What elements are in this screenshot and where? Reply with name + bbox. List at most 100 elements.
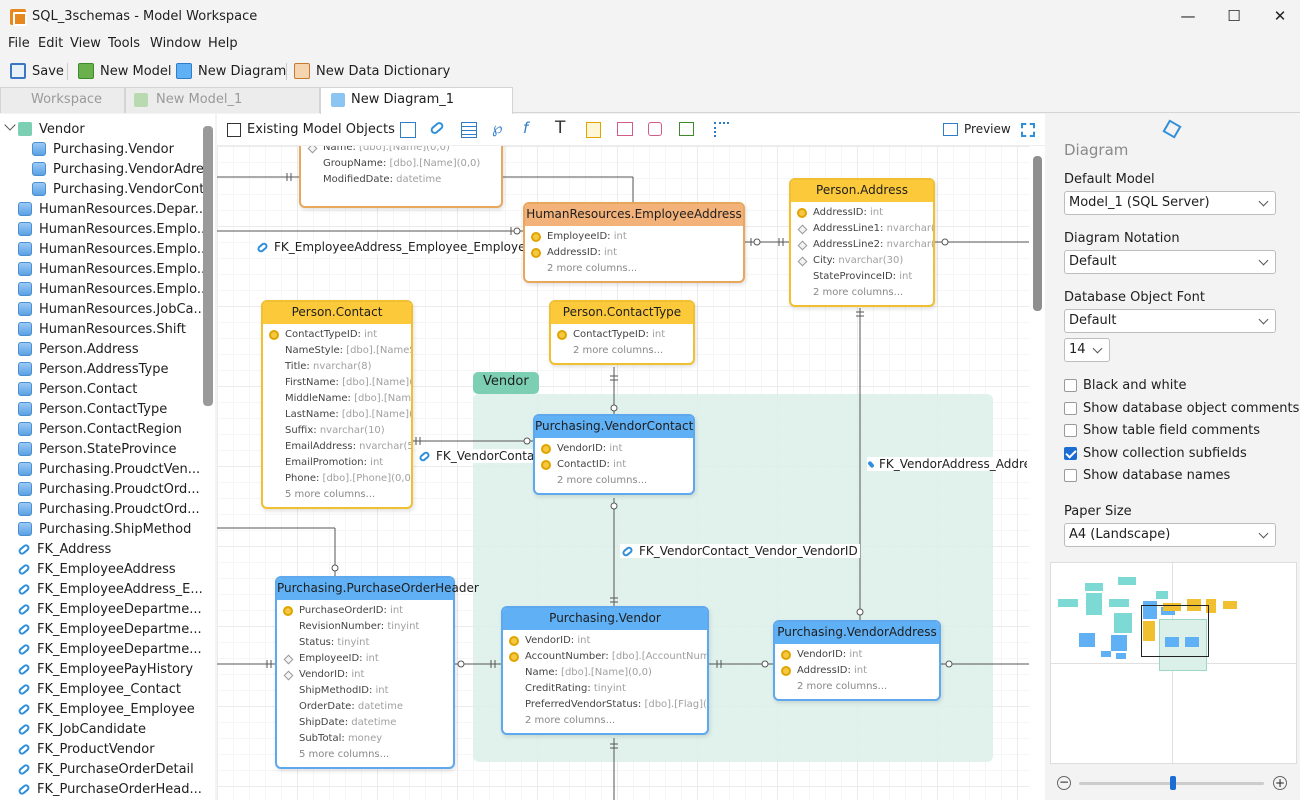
entity-column[interactable]: NameStyle: [dbo].[NameSt... <box>263 343 411 359</box>
close-button[interactable]: ✕ <box>1273 7 1287 25</box>
entity-column[interactable]: VendorID: int <box>503 633 707 649</box>
default-model-select[interactable]: Model_1 (SQL Server) <box>1064 191 1276 215</box>
tree-item-table[interactable]: HumanResources.Emplo... <box>18 279 203 299</box>
tree-item-table[interactable]: Person.ContactRegion <box>18 419 203 439</box>
tree-item-relationship[interactable]: FK_EmployeeDepartme... <box>18 599 203 619</box>
tree-item-table[interactable]: HumanResources.Emplo... <box>18 259 203 279</box>
preview-button[interactable]: Preview <box>943 122 1011 136</box>
save-button[interactable]: Save <box>10 61 64 81</box>
checkbox[interactable] <box>1064 469 1077 482</box>
menu-tools[interactable]: Tools <box>108 36 141 51</box>
entity-column[interactable]: GroupName: [dbo].[Name](0,0) <box>301 156 501 172</box>
option-checkbox[interactable]: Show database object comments <box>1064 401 1299 416</box>
tree-item-relationship[interactable]: FK_EmployeePayHistory <box>18 659 203 679</box>
entity-column[interactable]: AddressID: int <box>775 663 939 679</box>
maximize-button[interactable]: ☐ <box>1227 7 1241 25</box>
tree-item-relationship[interactable]: FK_EmployeeAddress_E... <box>18 579 203 599</box>
checkbox[interactable] <box>1064 379 1077 392</box>
entity-column[interactable]: EmployeeID: int <box>525 229 743 245</box>
tree-item-relationship[interactable]: FK_ProductVendor <box>18 739 203 759</box>
more-columns[interactable]: 2 more columns... <box>525 715 616 726</box>
tree-item-relationship[interactable]: FK_Address <box>18 539 203 559</box>
more-columns[interactable]: 2 more columns... <box>813 287 904 298</box>
tree-item-table[interactable]: Purchasing.Vendor <box>32 139 204 159</box>
tree-item-table[interactable]: HumanResources.Emplo... <box>18 219 203 239</box>
new-model-button[interactable]: New Model <box>78 61 172 81</box>
new-data-dictionary-button[interactable]: New Data Dictionary <box>294 61 450 81</box>
font-size-select[interactable]: 14 <box>1064 338 1110 362</box>
entity-column[interactable]: FirstName: [dbo].[Name](0... <box>263 375 411 391</box>
zoom-slider-thumb[interactable] <box>1170 776 1176 790</box>
entity-column[interactable]: VendorID: int <box>535 441 693 457</box>
option-checkbox[interactable]: Show database names <box>1064 468 1230 483</box>
chevron-down-icon[interactable] <box>4 119 16 131</box>
menu-edit[interactable]: Edit <box>38 36 64 51</box>
more-columns[interactable]: 2 more columns... <box>573 345 664 356</box>
tree-item-table[interactable]: Purchasing.ProudctOrd... <box>18 499 203 519</box>
zoom-out-icon[interactable]: − <box>1057 775 1071 790</box>
entity-column[interactable]: PreferredVendorStatus: [dbo].[Flag](0,0) <box>503 697 707 713</box>
entity-partial-top[interactable]: Name: [dbo].[Name](0,0)GroupName: [dbo].… <box>299 146 503 208</box>
more-columns[interactable]: 5 more columns... <box>299 749 390 760</box>
text-icon[interactable]: T <box>555 118 566 138</box>
table-icon[interactable] <box>400 122 416 138</box>
entity-column[interactable]: RevisionNumber: tinyint <box>277 619 453 635</box>
fullscreen-icon[interactable] <box>1021 123 1035 137</box>
menu-view[interactable]: View <box>70 36 101 51</box>
canvas-scrollbar[interactable] <box>1030 146 1045 800</box>
entity-column[interactable]: PurchaseOrderID: int <box>277 603 453 619</box>
procedure-icon[interactable]: ℘ <box>492 119 503 137</box>
more-columns[interactable]: 2 more columns... <box>547 263 638 274</box>
entity-column[interactable]: Suffix: nvarchar(10) <box>263 423 411 439</box>
notation-select[interactable]: Default <box>1064 250 1276 274</box>
checkbox[interactable] <box>1064 401 1077 415</box>
relationship-label[interactable]: FK_VendorContact_Vendor_VendorID <box>620 544 860 558</box>
checkbox[interactable] <box>1064 424 1077 437</box>
tree-item-table[interactable]: Purchasing.ProudctOrd... <box>18 479 203 499</box>
entity-column[interactable]: CreditRating: tinyint <box>503 681 707 697</box>
entity-column[interactable]: ContactTypeID: int <box>263 327 411 343</box>
tree-scrollbar[interactable] <box>203 126 213 406</box>
entity-column[interactable]: StateProvinceID: int <box>791 269 933 285</box>
tree-item-table[interactable]: HumanResources.Emplo... <box>18 239 203 259</box>
entity-column[interactable]: AccountNumber: [dbo].[AccountNumber]... <box>503 649 707 665</box>
tree-group-vendor[interactable]: Vendor <box>18 119 203 139</box>
tree-item-relationship[interactable]: FK_EmployeeDepartme... <box>18 639 203 659</box>
paper-size-select[interactable]: A4 (Landscape) <box>1064 523 1276 547</box>
tree-item-table[interactable]: Person.Contact <box>18 379 203 399</box>
group-add-icon[interactable] <box>679 122 694 136</box>
tree-item-table[interactable]: Purchasing.ProudctVen... <box>18 459 203 479</box>
entity-column[interactable]: AddressID: int <box>525 245 743 261</box>
tree-item-relationship[interactable]: FK_EmployeeAddress <box>18 559 203 579</box>
entity-column[interactable]: AddressID: int <box>791 205 933 221</box>
entity-column[interactable]: Title: nvarchar(8) <box>263 359 411 375</box>
function-icon[interactable]: f <box>523 119 529 137</box>
entity-column[interactable]: EmailAddress: nvarchar(50) <box>263 439 411 455</box>
note-icon[interactable] <box>586 122 601 138</box>
more-columns[interactable]: 2 more columns... <box>797 681 888 692</box>
entity-column[interactable]: Status: tinyint <box>277 635 453 651</box>
zoom-in-icon[interactable]: + <box>1273 776 1287 790</box>
tree-item-table[interactable]: HumanResources.Shift <box>18 319 203 339</box>
entity-column[interactable]: Name: [dbo].[Name](0,0) <box>301 146 501 156</box>
entity-column[interactable]: ModifiedDate: datetime <box>301 172 501 188</box>
image-icon[interactable] <box>617 122 633 136</box>
link-icon[interactable] <box>429 120 445 136</box>
more-columns[interactable]: 2 more columns... <box>557 475 648 486</box>
entity-column[interactable]: ShipMethodID: int <box>277 683 453 699</box>
tree-item-table[interactable]: Purchasing.VendorCont... <box>32 179 204 199</box>
tree-item-relationship[interactable]: FK_PurchaseOrderDetail <box>18 759 203 779</box>
vendor-collection-label[interactable]: Vendor <box>473 372 539 394</box>
tree-item-table[interactable]: HumanResources.JobCa... <box>18 299 203 319</box>
new-diagram-button[interactable]: New Diagram <box>176 61 286 81</box>
option-checkbox[interactable]: Black and white <box>1064 378 1186 393</box>
tree-item-relationship[interactable]: FK_JobCandidate <box>18 719 203 739</box>
tree-item-table[interactable]: HumanResources.Depar... <box>18 199 203 219</box>
